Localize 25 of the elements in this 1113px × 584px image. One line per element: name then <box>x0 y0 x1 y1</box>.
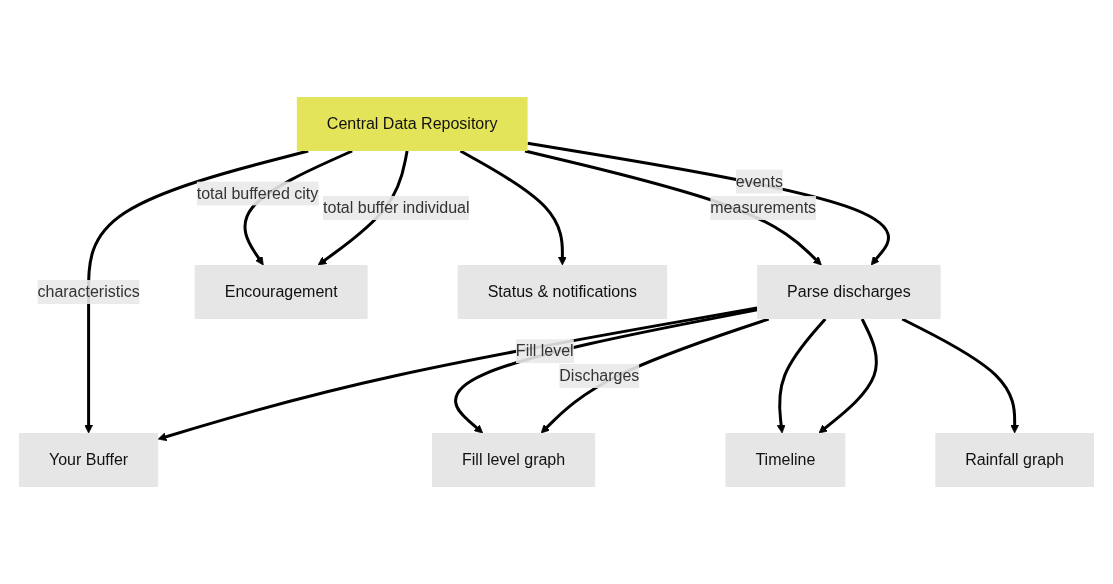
arrow <box>524 149 822 266</box>
edge-label: events <box>735 172 783 190</box>
node-box: Encouragement <box>194 265 368 319</box>
node-box: Rainfall graph <box>935 433 1094 487</box>
arrow <box>84 149 309 434</box>
edge-label: total buffer individual <box>323 199 470 216</box>
edge-label: Discharges <box>559 366 640 384</box>
arrow <box>776 318 827 434</box>
edge-label: Fill level <box>515 342 574 360</box>
edge-label: measurements <box>710 199 817 216</box>
arrow <box>459 149 567 266</box>
node-box: Your Buffer <box>19 433 159 487</box>
arrow <box>818 318 878 434</box>
arrow <box>901 317 1020 434</box>
edge-label: characteristics <box>37 282 140 300</box>
edge-label: total buffered city <box>196 184 319 202</box>
node-box: Central Data Repository <box>296 97 528 151</box>
arrow <box>540 317 770 434</box>
arrow <box>527 141 890 266</box>
arrow <box>157 306 758 442</box>
node-box: Fill level graph <box>432 433 596 487</box>
arrow <box>454 308 758 434</box>
node-box: Parse discharges <box>757 265 941 319</box>
node-box: Timeline <box>725 433 846 487</box>
node-box: Status & notifications <box>457 265 668 319</box>
